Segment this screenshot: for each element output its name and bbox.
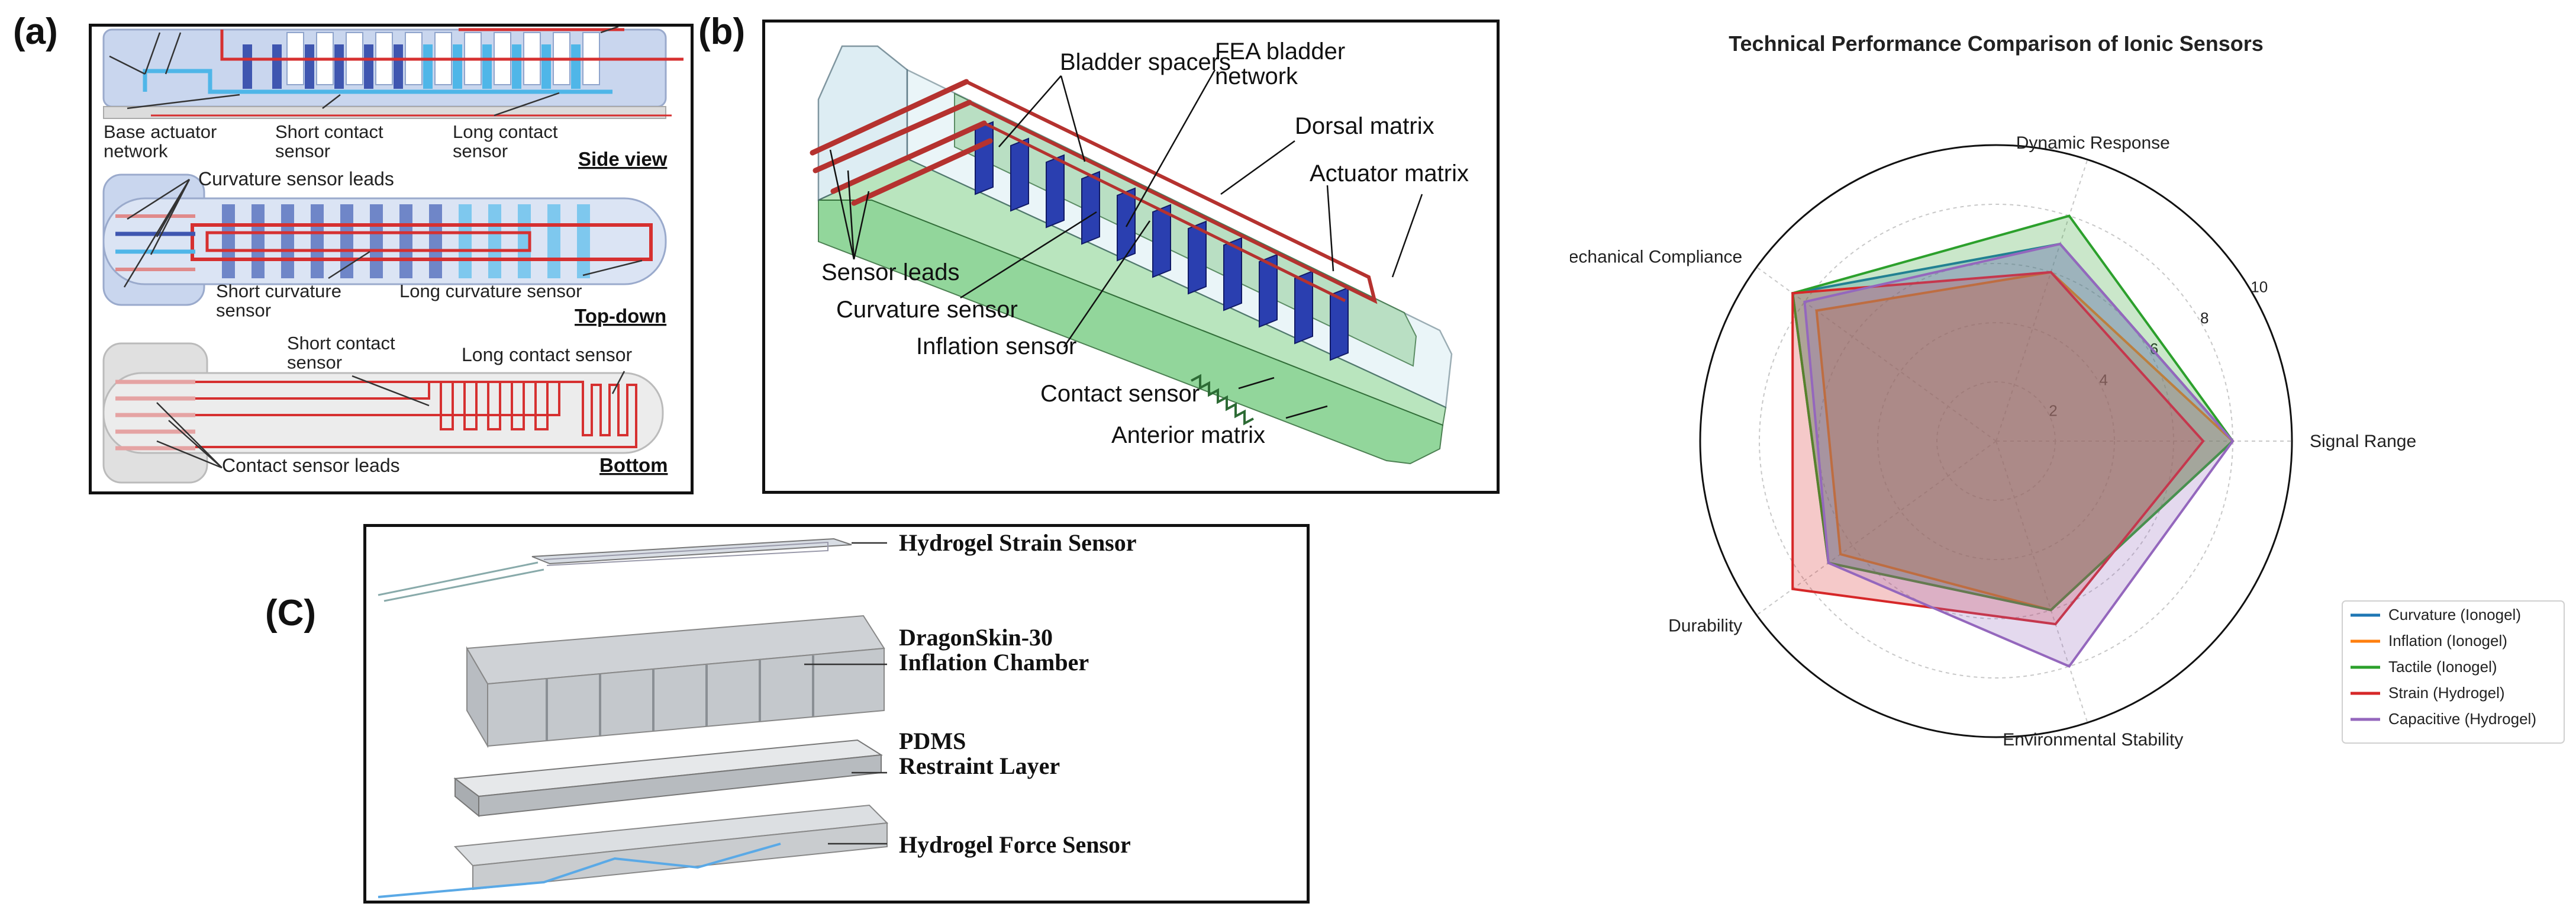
bottom-title: Bottom [599, 454, 668, 476]
radar-tick-label: 10 [2251, 278, 2268, 296]
radar-tick-label: 2 [2049, 402, 2057, 420]
label-curvature-leads: Curvature sensor leads [198, 168, 394, 189]
radar-series-4 [1803, 242, 2235, 668]
top-down-title: Top-down [575, 305, 666, 327]
legend-label: Tactile (Ionogel) [2388, 658, 2497, 676]
panel-a-letter: (a) [13, 11, 58, 52]
radar-tick-label: 4 [2100, 371, 2108, 388]
radar-series [1791, 214, 2235, 668]
radar-grid-ring [1877, 322, 2115, 560]
label-hydrogel-force: Hydrogel Force Sensor [899, 831, 1131, 858]
panel-b-letter: (b) [698, 11, 746, 52]
label-actuator-matrix: Actuator matrix [1310, 160, 1469, 187]
legend-label: Capacitive (Hydrogel) [2388, 710, 2536, 728]
radar-axis-label: Environmental Stability [2003, 730, 2183, 750]
radar-series-3 [1791, 271, 2205, 626]
chart-legend: Curvature (Ionogel) Inflation (Ionogel) Ta… [2342, 600, 2565, 744]
radar-tick-label: 8 [2200, 309, 2209, 327]
legend-label: Inflation (Ionogel) [2388, 632, 2507, 650]
label-long-curvature: Long curvature sensor [399, 281, 582, 301]
label-dorsal-matrix: Dorsal matrix [1295, 113, 1434, 139]
legend-box [2342, 600, 2565, 744]
legend-label: Strain (Hydrogel) [2388, 684, 2505, 702]
legend-label: Curvature (Ionogel) [2388, 606, 2521, 623]
chart-title: Technical Performance Comparison of Ioni… [1729, 31, 2264, 56]
side-view-title: Side view [578, 148, 668, 170]
label-contact-sensor: Contact sensor [1040, 381, 1200, 407]
label-curvature-sensor: Curvature sensor [836, 297, 1018, 323]
radar-axis-label: Signal Range [2310, 432, 2416, 451]
radar-chart: Technical Performance Comparison of Ioni… [1570, 31, 2565, 750]
label-sensor-leads: Sensor leads [821, 259, 959, 285]
label-bladder-spacers: Bladder spacers [1060, 49, 1231, 75]
label-anterior-matrix: Anterior matrix [1111, 422, 1265, 448]
label-inflation-sensor: Inflation sensor [916, 333, 1076, 359]
radar-outer-circle [1699, 144, 2293, 738]
radar-axis-label: Durability [1668, 616, 1742, 636]
radar-axis-label: Mechanical Compliance [1570, 247, 1742, 267]
label-contact-leads: Contact sensor leads [222, 455, 400, 476]
radar-axis-label: Dynamic Response [2016, 133, 2170, 153]
panel-c-letter: (C) [265, 593, 317, 634]
label-hydrogel-strain: Hydrogel Strain Sensor [899, 529, 1137, 556]
label-long-contact-bottom: Long contact sensor [462, 344, 633, 365]
